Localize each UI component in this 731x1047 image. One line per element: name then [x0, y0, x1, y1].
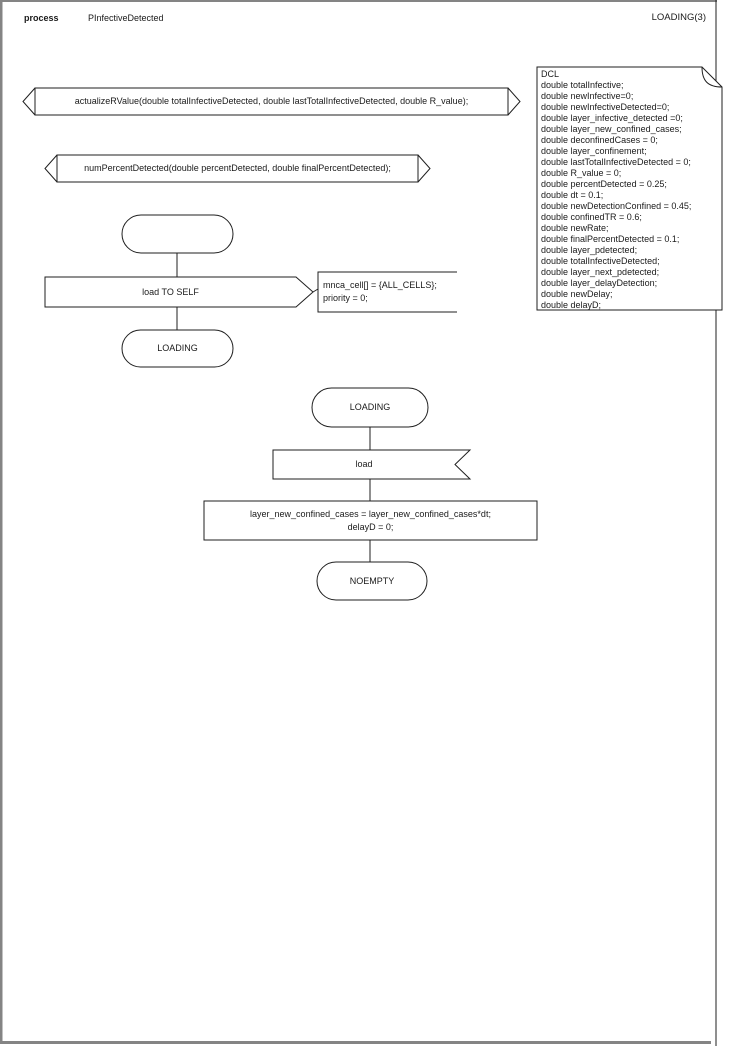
state-symbol-loading-2	[311, 387, 429, 428]
header-page-label: LOADING(3)	[651, 12, 706, 23]
frame-bottom-border	[0, 1041, 711, 1044]
start-state-symbol	[121, 214, 234, 254]
output-label-load-to-self: load TO SELF	[142, 286, 199, 297]
state-symbol-noempty	[316, 561, 428, 601]
procedure-symbol-actualizervalue	[22, 87, 521, 116]
state-label-noempty: NOEMPTY	[349, 575, 395, 586]
frame-top-border	[0, 0, 717, 2]
dcl-declarations-text: DCL double totalInfective; double newInf…	[541, 69, 692, 310]
state-label-loading-1: LOADING	[157, 343, 198, 353]
header-process-name: PInfectiveDetected	[88, 13, 164, 23]
procedure-symbol-numpercentdetected	[44, 154, 431, 183]
comment-label-mnca: mnca_cell[] = {ALL_CELLS}; priority = 0;	[323, 280, 437, 303]
task-label-update-cases: layer_new_confined_cases = layer_new_con…	[250, 508, 491, 532]
output-symbol-load-to-self	[44, 276, 314, 308]
header-process-keyword: process	[24, 13, 59, 23]
dcl-text-symbol	[536, 66, 723, 311]
state-symbol-loading-1	[121, 329, 234, 368]
procedure-label-numpercentdetected: numPercentDetected(double percentDetecte…	[84, 163, 391, 173]
state-label-loading-2: LOADING	[349, 402, 391, 412]
comment-connector	[312, 288, 319, 293]
task-symbol-update-cases	[203, 500, 538, 541]
input-symbol-load	[272, 449, 472, 480]
input-label-load: load	[355, 459, 373, 469]
frame-left-border	[0, 0, 3, 1044]
comment-symbol-mnca	[317, 271, 457, 313]
folded-corner-icon	[701, 66, 723, 88]
procedure-label-actualizervalue: actualizeRValue(double totalInfectiveDet…	[74, 96, 469, 106]
